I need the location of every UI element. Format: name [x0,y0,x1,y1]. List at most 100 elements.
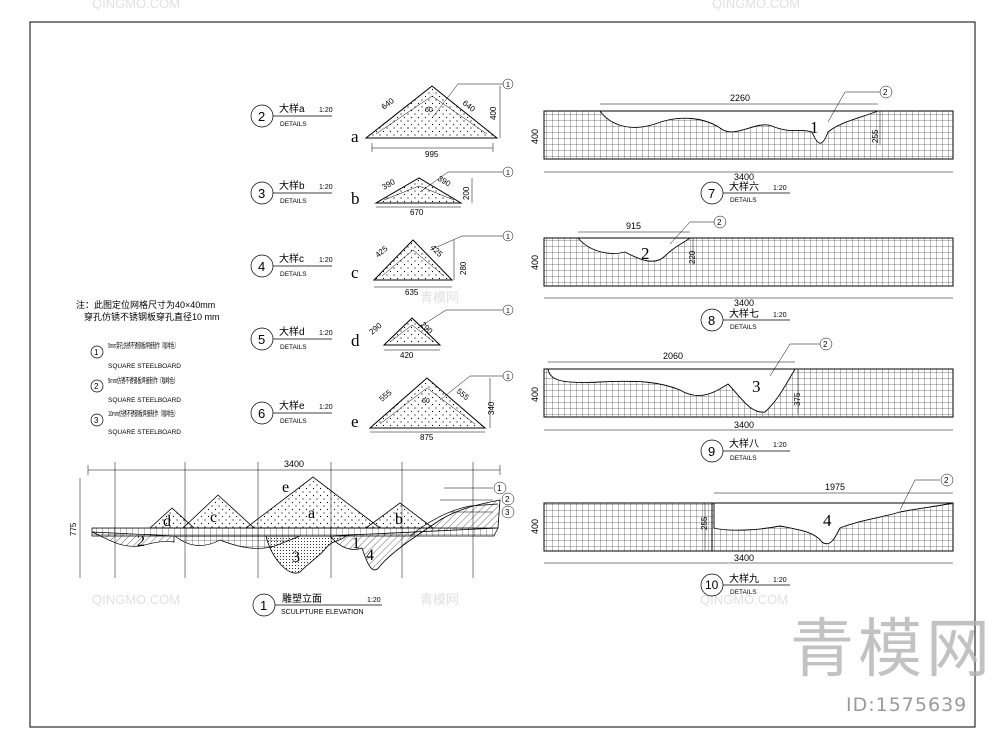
svg-text:大样b: 大样b [279,179,305,192]
svg-text:e: e [351,412,359,431]
svg-text:2060: 2060 [663,351,683,361]
detail-triangle-d: d 420 290 290 1 [351,304,514,360]
svg-text:390: 390 [381,177,398,192]
svg-text:a: a [308,505,315,522]
svg-text:SQUARE STEELBOARD: SQUARE STEELBOARD [108,363,181,370]
svg-text:220: 220 [688,250,697,264]
svg-text:1: 1 [506,170,510,177]
detail-panel-7: 2260 3400 400 255 1 2 7 大样六 1:20 DETAILS [530,85,954,205]
svg-text:635: 635 [405,288,419,297]
svg-text:大样a: 大样a [279,102,305,115]
svg-text:QINGMO.COM: QINGMO.COM [712,0,800,11]
legend-item-1: 1 5mm穿孔仿锈不锈钢板焊接制作（咖啡色） SQUARE STEELBOARD [90,340,181,370]
svg-text:a: a [351,127,359,146]
svg-text:DETAILS: DETAILS [280,344,307,351]
svg-text:3: 3 [258,186,265,201]
svg-text:4: 4 [823,511,832,530]
svg-text:340: 340 [487,401,496,415]
svg-text:60: 60 [422,398,430,405]
svg-text:555: 555 [455,387,471,403]
svg-text:1:20: 1:20 [773,312,787,319]
svg-text:d: d [351,331,360,350]
note-line-2: 穿孔仿锈不锈钢板穿孔直径10 mm [84,311,220,322]
svg-text:9: 9 [708,444,715,459]
svg-text:3: 3 [94,416,99,425]
svg-text:1: 1 [497,484,502,493]
svg-text:3400: 3400 [284,459,304,469]
svg-text:60: 60 [425,107,433,114]
svg-text:4: 4 [366,547,374,564]
svg-text:425: 425 [429,243,445,259]
svg-text:c: c [351,263,359,282]
svg-text:雕塑立面: 雕塑立面 [282,592,322,605]
sheet-frame [29,21,976,728]
svg-text:1: 1 [506,82,510,89]
svg-text:2260: 2260 [730,93,750,103]
svg-text:5: 5 [258,332,265,347]
svg-text:1:20: 1:20 [319,330,333,337]
svg-text:b: b [395,511,403,528]
svg-text:2: 2 [823,340,828,349]
svg-text:1: 1 [260,598,267,613]
svg-text:6: 6 [258,406,265,421]
svg-text:DETAILS: DETAILS [730,197,757,204]
svg-text:DETAILS: DETAILS [730,589,757,596]
svg-text:3: 3 [292,549,300,566]
svg-text:青模网: 青模网 [420,290,459,305]
svg-text:2: 2 [258,109,265,124]
svg-text:400: 400 [530,519,540,534]
watermark-id: ID:1575639 [846,694,968,716]
svg-text:3400: 3400 [734,420,754,430]
svg-text:DETAILS: DETAILS [280,271,307,278]
svg-text:420: 420 [400,351,414,360]
svg-text:1: 1 [94,348,99,357]
svg-text:995: 995 [425,150,439,159]
svg-text:400: 400 [530,387,540,402]
svg-text:e: e [282,479,289,496]
svg-text:DETAILS: DETAILS [280,418,307,425]
detail-title-c: 4 大样c 1:20 DETAILS [250,252,333,278]
svg-text:775: 775 [69,522,78,536]
svg-text:QINGMO.COM: QINGMO.COM [92,0,180,11]
legend-item-2: 2 5mm仿锈不锈钢板焊接制作（咖啡色） SQUARE STEELBOARD [90,375,181,404]
svg-text:1: 1 [352,535,360,552]
svg-text:7: 7 [708,186,715,201]
svg-text:2: 2 [717,218,722,227]
note-line-1: 注：此图定位网格尺寸为40×40mm [76,299,215,310]
detail-triangle-c: c 635 280 425 425 1 [351,230,514,297]
svg-text:大样七: 大样七 [729,307,759,320]
svg-text:255: 255 [700,516,709,530]
legend-item-3: 3 10mm仿锈不锈钢板焊接制作（咖啡色） SQUARE STEELBOARD [90,408,181,436]
svg-text:400: 400 [530,255,540,270]
svg-text:大样c: 大样c [279,252,304,265]
svg-text:1:20: 1:20 [319,184,333,191]
svg-text:2: 2 [883,88,888,97]
svg-text:2: 2 [641,244,650,263]
svg-text:1:20: 1:20 [367,597,381,604]
svg-text:SQUARE STEELBOARD: SQUARE STEELBOARD [108,397,181,404]
detail-triangle-b: b 670 200 390 390 1 [351,166,514,217]
svg-text:QINGMO.COM: QINGMO.COM [92,592,180,607]
svg-text:1: 1 [506,234,510,241]
svg-text:5mm仿锈不锈钢板焊接制作（咖啡色）: 5mm仿锈不锈钢板焊接制作（咖啡色） [108,375,178,385]
svg-text:SQUARE STEELBOARD: SQUARE STEELBOARD [108,429,181,436]
detail-title-e: 6 大样e 1:20 DETAILS [250,399,333,425]
svg-text:1975: 1975 [825,482,845,492]
svg-text:d: d [163,513,171,530]
svg-text:大样e: 大样e [279,399,305,412]
svg-text:425: 425 [374,244,390,260]
svg-text:200: 200 [462,186,471,200]
detail-title-a: 2 大样a 1:20 DETAILS [250,102,333,128]
svg-text:大样九: 大样九 [729,572,759,585]
svg-text:290: 290 [368,321,384,337]
svg-text:3: 3 [752,377,761,396]
svg-text:3400: 3400 [734,298,754,308]
svg-text:1:20: 1:20 [773,442,787,449]
svg-text:670: 670 [410,208,424,217]
notes-block: 注：此图定位网格尺寸为40×40mm 穿孔仿锈不锈钢板穿孔直径10 mm [76,299,220,322]
svg-text:555: 555 [378,388,394,404]
svg-text:390: 390 [436,174,453,189]
svg-text:875: 875 [420,433,434,442]
svg-text:DETAILS: DETAILS [730,324,757,331]
